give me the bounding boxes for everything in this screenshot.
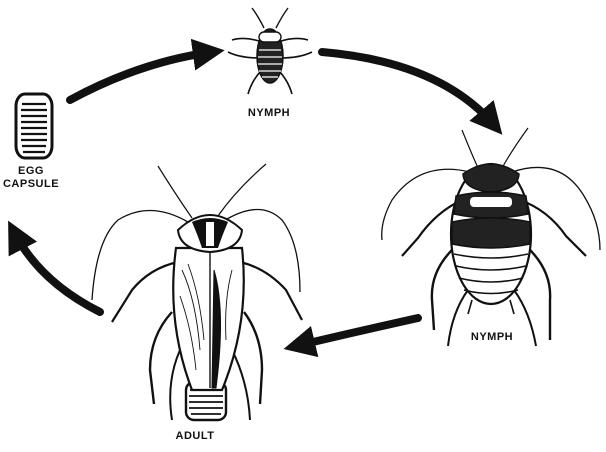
label-nymph-right: NYMPH xyxy=(452,331,532,344)
arrow-adult-to-egg xyxy=(14,232,100,312)
adult-cockroach-illustration xyxy=(92,164,302,420)
label-nymph-top: NYMPH xyxy=(234,107,304,120)
label-adult: ADULT xyxy=(160,430,230,443)
small-nymph-illustration xyxy=(228,8,312,94)
label-egg-line1: EGG xyxy=(0,165,62,178)
arrow-nymph-to-large-nymph xyxy=(322,52,494,125)
label-egg-capsule: EGG CAPSULE xyxy=(0,165,62,191)
label-egg-line2: CAPSULE xyxy=(0,178,62,191)
arrow-egg-to-nymph xyxy=(70,52,212,100)
egg-capsule-illustration xyxy=(16,94,52,158)
large-nymph-illustration xyxy=(382,128,600,346)
arrow-large-nymph-to-adult xyxy=(296,318,418,346)
